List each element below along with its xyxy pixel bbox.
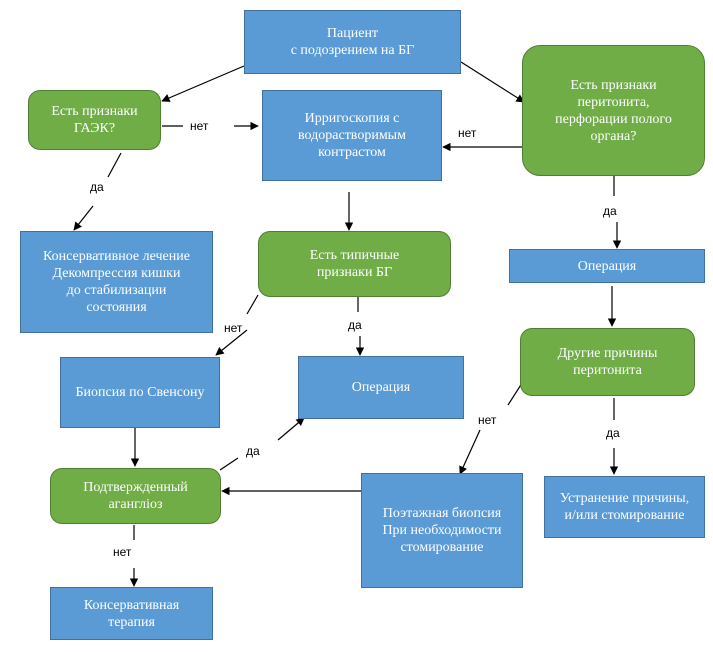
gaek-question-node: Есть признаки ГАЭК? <box>28 90 161 150</box>
arrow-other-no-to-layered <box>459 429 481 475</box>
conservative-treatment-node: Консервативное лечение Декомпрессия кишк… <box>20 231 213 333</box>
peritonitis-question-node: Есть признаки перитонита, перфорации пол… <box>522 45 705 176</box>
confirmed-aganglionosis-node: Подтвержденный агангліоз <box>50 468 221 524</box>
label-peritonitis-yes: да <box>603 204 617 218</box>
layered-biopsy-node: Поэтажная биопсия При необходимости стом… <box>361 473 523 588</box>
arrow-patient-to-peritonitis <box>460 61 525 103</box>
irrigoscopy-node: Ирригоскопия с водорастворимым контрасто… <box>262 90 442 181</box>
arrow-typical-no-to-swenson <box>215 329 248 356</box>
elimination-node: Устранение причины, и/или стомирование <box>544 476 705 538</box>
operation-center-node: Операция <box>298 356 464 419</box>
other-causes-node: Другие причины перитонита <box>520 328 695 396</box>
label-confirmed-no: нет <box>113 545 132 559</box>
label-typical-yes: да <box>348 318 362 332</box>
label-other-yes: да <box>606 426 620 440</box>
label-gaek-no: нет <box>190 119 209 133</box>
swenson-biopsy-node: Биопсия по Свенсону <box>60 357 220 428</box>
arrow-gaek-yes-to-conservative <box>73 205 94 231</box>
patient-node: Пациент с подозрением на БГ <box>244 10 461 74</box>
conservative-therapy-node: Консервативная терапия <box>50 587 213 640</box>
arrow-patient-to-gaek <box>161 65 245 102</box>
label-gaek-yes: да <box>90 180 104 194</box>
label-peritonitis-no: нет <box>458 126 477 140</box>
label-typical-no: нет <box>224 321 243 335</box>
label-confirmed-yes: да <box>246 444 260 458</box>
connector-typical-no <box>246 294 259 315</box>
typical-signs-node: Есть типичные признаки БГ <box>258 231 451 297</box>
arrow-confirmed-yes-to-operation <box>277 417 305 441</box>
label-other-no: нет <box>478 413 497 427</box>
operation-right-node: Операция <box>509 249 705 283</box>
connector-gaek-yes <box>107 152 122 178</box>
connector-confirmed-yes <box>219 457 239 471</box>
